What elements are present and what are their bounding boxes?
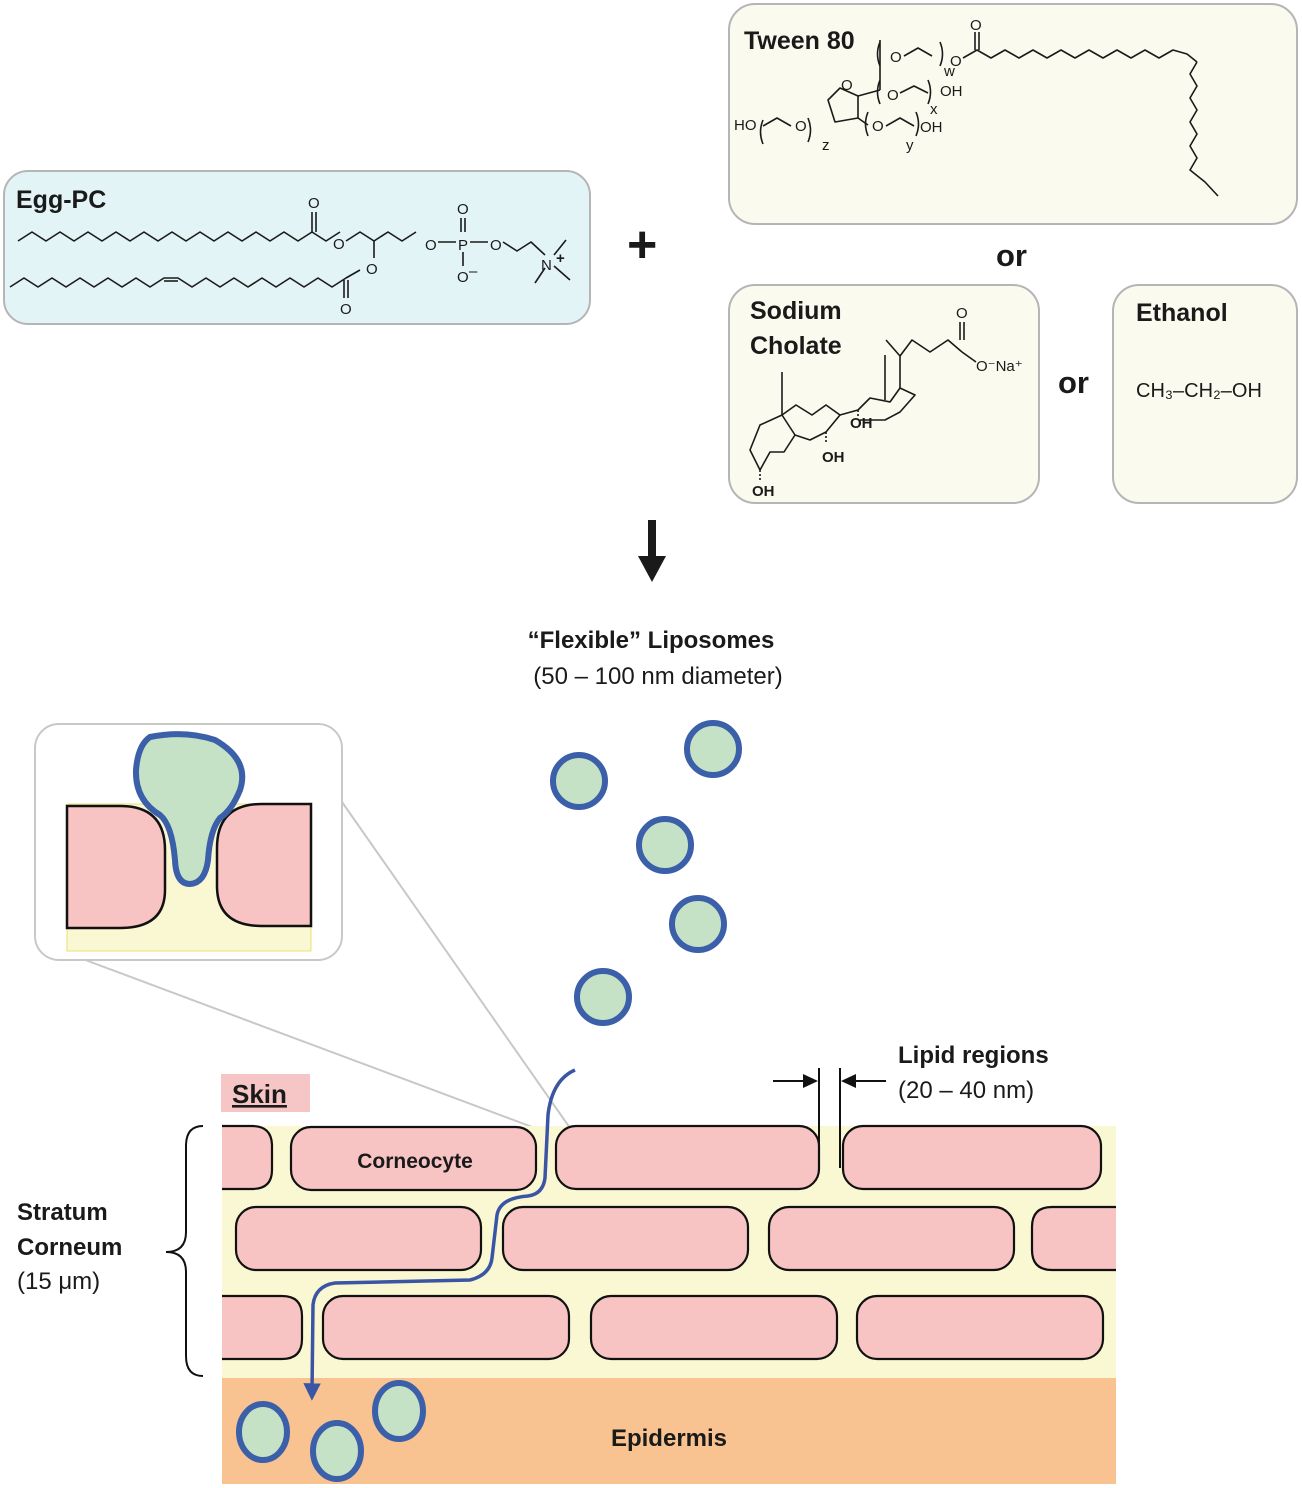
liposome (310, 1420, 364, 1482)
svg-text:+: + (556, 250, 565, 267)
epidermis-label: Epidermis (611, 1425, 727, 1452)
tween80-label: Tween 80 (744, 27, 855, 55)
svg-text:O: O (872, 118, 884, 135)
ethanol-label: Ethanol (1136, 299, 1228, 327)
egg-pc-label: Egg-PC (16, 186, 106, 214)
egg-pc-box: Egg-PC O O O O P O O – O N + (3, 170, 591, 325)
free-liposomes (550, 720, 742, 1026)
liposomes-subtitle: (50 – 100 nm diameter) (533, 663, 782, 690)
inset-corneocyte-right (215, 802, 313, 928)
corneocyte (321, 1294, 571, 1361)
inset-connector-line (79, 957, 536, 1129)
corneocyte (234, 1205, 483, 1272)
lipid-regions-title: Lipid regions (898, 1042, 1049, 1069)
corneocyte-row-2 (234, 1205, 1116, 1272)
down-arrow-icon (638, 520, 666, 582)
svg-text:w: w (943, 63, 955, 80)
or-label-2: or (1058, 365, 1089, 400)
svg-text:OH: OH (822, 449, 845, 466)
svg-text:OH: OH (920, 119, 943, 136)
corneocyte (767, 1205, 1016, 1272)
lipid-regions-size: (20 – 40 nm) (898, 1077, 1034, 1104)
svg-text:N: N (541, 257, 552, 274)
corneocyte (222, 1124, 274, 1191)
corneocyte (501, 1205, 750, 1272)
corneocyte (841, 1124, 1103, 1191)
sodium-cholate-label-2: Cholate (750, 332, 842, 360)
svg-text:O: O (956, 305, 968, 322)
liposome (550, 752, 608, 810)
svg-text:O: O (490, 237, 502, 254)
skin-label: Skin (232, 1079, 287, 1109)
liposome (669, 895, 727, 953)
cholate-structure: O O⁻Na⁺ OH OH OH (749, 305, 1023, 500)
stratum-label-1: Stratum (17, 1199, 108, 1226)
svg-text:O: O (890, 49, 902, 66)
stratum-label-2: Corneum (17, 1234, 122, 1261)
svg-text:O: O (366, 261, 378, 278)
corneocyte-row-3 (222, 1294, 1105, 1361)
svg-text:OH: OH (752, 483, 775, 500)
svg-text:OH: OH (850, 415, 873, 432)
epidermis-liposomes (236, 1380, 426, 1482)
svg-text:y: y (906, 137, 914, 154)
liposome (574, 968, 632, 1026)
ethanol-formula: CH₃–CH₂–OH (1136, 380, 1262, 402)
svg-text:O: O (795, 118, 807, 135)
inset-deforming-liposome (132, 731, 246, 888)
egg-pc-structure: O O O O P O O – O N + (9, 195, 571, 318)
svg-text:O: O (425, 237, 437, 254)
svg-text:O: O (841, 77, 853, 94)
inset-connector-line (341, 801, 571, 1129)
liposome (236, 1401, 290, 1463)
sodium-cholate-label-1: Sodium (750, 297, 842, 325)
tween80-structure: HO O z O O OH y O OH x O (734, 17, 1219, 197)
liposome (636, 816, 694, 874)
svg-text:O: O (457, 201, 469, 218)
svg-text:O: O (340, 301, 352, 318)
penetration-path-arrow (303, 1068, 576, 1401)
plus-sign: + (627, 216, 657, 274)
corneocyte (554, 1124, 821, 1191)
corneocyte (1030, 1205, 1116, 1272)
svg-text:O: O (308, 195, 320, 212)
lipid-region-indicator (773, 1068, 886, 1168)
svg-text:O⁻Na⁺: O⁻Na⁺ (976, 358, 1023, 375)
tween80-box: Tween 80 HO O z O O OH y O OH x (728, 3, 1298, 225)
svg-text:O: O (970, 17, 982, 34)
corneocyte (589, 1294, 839, 1361)
inset-zoom-box (34, 723, 343, 961)
corneocyte-row-1 (222, 1124, 1103, 1192)
svg-text:P: P (458, 237, 468, 254)
liposome (372, 1380, 426, 1442)
stratum-brace-icon (165, 1125, 204, 1377)
skin-section: Skin Epidermis Corneocyte (17, 1042, 1116, 1484)
corneocyte-label: Corneocyte (357, 1150, 473, 1173)
corneocyte (222, 1294, 304, 1361)
sodium-cholate-box: Sodium Cholate O O⁻Na⁺ OH OH OH (728, 284, 1040, 504)
inset-corneocyte-left (65, 804, 167, 930)
svg-text:HO: HO (734, 117, 757, 134)
liposome (684, 720, 742, 778)
svg-text:z: z (822, 137, 830, 154)
stratum-thickness: (15 μm) (17, 1268, 100, 1295)
epidermis-layer (222, 1378, 1116, 1484)
skin-label-bg (221, 1074, 310, 1112)
svg-text:O: O (457, 269, 469, 286)
or-label-1: or (996, 238, 1027, 273)
svg-text:x: x (930, 101, 938, 118)
corneocyte (289, 1125, 538, 1192)
ethanol-box: Ethanol CH₃–CH₂–OH (1112, 284, 1298, 504)
svg-text:O: O (950, 53, 962, 70)
svg-text:–: – (469, 263, 478, 280)
svg-text:O: O (333, 236, 345, 253)
corneocyte (855, 1294, 1105, 1361)
liposomes-title: “Flexible” Liposomes (528, 627, 775, 654)
svg-text:O: O (887, 87, 899, 104)
svg-text:OH: OH (940, 83, 963, 100)
